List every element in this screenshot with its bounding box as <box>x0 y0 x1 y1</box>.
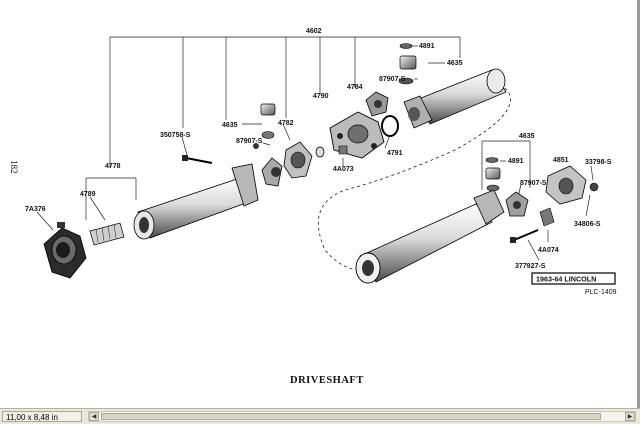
part-u-joint-left <box>261 157 283 187</box>
horizontal-scrollbar[interactable]: ◀ ▶ <box>88 411 636 422</box>
leader-lines <box>36 36 594 261</box>
plate-code: PLC-1409 <box>585 289 617 296</box>
page-number: 182 <box>9 160 19 174</box>
part-4891-right <box>485 157 499 163</box>
status-bar: 11,00 x 8,48 in ◀ ▶ <box>0 408 640 424</box>
part-4635-cap-right <box>485 167 501 192</box>
part-4778-tube <box>133 163 259 240</box>
label-4891-right: 4891 <box>508 158 524 165</box>
label-4635-top: 4635 <box>447 60 463 67</box>
part-4782-yoke <box>283 141 313 179</box>
part-4891-top <box>399 43 413 49</box>
label-34806: 34806-S <box>574 221 601 228</box>
part-350758-bolt <box>182 155 213 164</box>
part-4635-cap-top <box>399 55 417 70</box>
page-size-readout: 11,00 x 8,48 in <box>2 411 82 422</box>
label-4784: 4784 <box>347 84 363 91</box>
diagram-caption: DRIVESHAFT <box>290 375 364 386</box>
part-rear-tube <box>403 68 507 129</box>
label-350758: 350758-S <box>160 132 191 139</box>
label-4635-left: 4635 <box>222 122 238 129</box>
label-4789: 4789 <box>80 191 96 198</box>
label-33798: 33798-S <box>585 159 612 166</box>
part-4791-ring <box>381 115 399 137</box>
label-4891-top: 4891 <box>419 43 435 50</box>
label-87907-top: 87907-S <box>379 76 406 83</box>
part-4790-ring <box>315 146 325 158</box>
label-4782: 4782 <box>278 120 294 127</box>
label-87907-right: 87907-S <box>520 180 547 187</box>
label-4778: 4778 <box>105 163 121 170</box>
part-377927-bolt <box>510 229 539 243</box>
part-4a074 <box>539 207 555 227</box>
model-year-box: 1963-64 LINCOLN <box>531 272 616 285</box>
dashed-centerline <box>318 87 511 271</box>
scroll-thumb[interactable] <box>101 413 601 420</box>
part-4a073 <box>338 145 348 155</box>
label-4851: 4851 <box>553 157 569 164</box>
label-4a073: 4A073 <box>333 166 354 173</box>
part-4635-cap-left <box>253 103 276 149</box>
part-7a376-yoke <box>43 222 87 279</box>
label-87907-left: 87907-S <box>236 138 263 145</box>
part-u-joint-right <box>505 191 529 217</box>
label-4790: 4790 <box>313 93 329 100</box>
label-7a376: 7A376 <box>25 206 46 213</box>
label-4a074: 4A074 <box>538 247 559 254</box>
part-4851-yoke <box>545 165 587 205</box>
driveshaft-exploded-diagram: 182 <box>9 28 617 386</box>
model-year-label: 1963-64 LINCOLN <box>536 275 596 284</box>
label-4791: 4791 <box>387 150 403 157</box>
part-labels: 4602 4891 4635 87907-S 4784 4790 4782 46… <box>25 28 612 270</box>
part-u-joint-center <box>365 91 389 117</box>
part-87907-top <box>398 77 414 85</box>
label-4635-right: 4635 <box>519 133 535 140</box>
part-33798-nut <box>589 182 599 192</box>
part-front-tube <box>355 189 505 284</box>
part-4789-spline <box>89 222 125 246</box>
arrow-right-icon[interactable]: ▶ <box>625 412 635 421</box>
label-4602: 4602 <box>306 28 322 35</box>
arrow-left-icon[interactable]: ◀ <box>89 412 99 421</box>
label-377927: 377927-S <box>515 263 546 270</box>
part-4784-center-yoke <box>329 111 385 159</box>
viewer-edge <box>637 0 640 408</box>
